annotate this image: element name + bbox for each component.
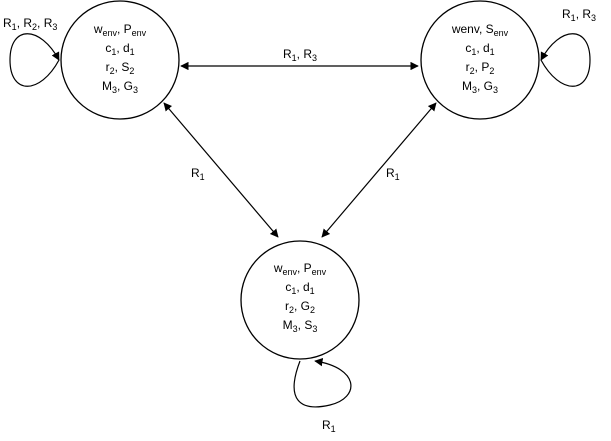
self-loop-bottom [293,358,352,408]
edge-top-left-to-top-right-label: R1, R3 [283,47,317,63]
edge-top-left-to-bottom-label: R1 [191,166,205,182]
self-loop-top-left-label: R1, R2, R3 [3,16,57,32]
self-loop-top-left [9,33,60,87]
edge-top-right-to-bottom-label: R1 [386,166,400,182]
state-bottom[interactable] [240,240,360,360]
edge-top-right-to-bottom [321,102,437,238]
state-top-right[interactable] [420,0,540,120]
self-loop-bottom-label: R1 [322,418,336,434]
self-loop-top-right-label: R1, R3 [562,7,596,23]
edge-top-left-to-bottom [163,102,279,238]
state-top-left[interactable] [60,0,180,120]
self-loop-top-right [540,33,591,87]
